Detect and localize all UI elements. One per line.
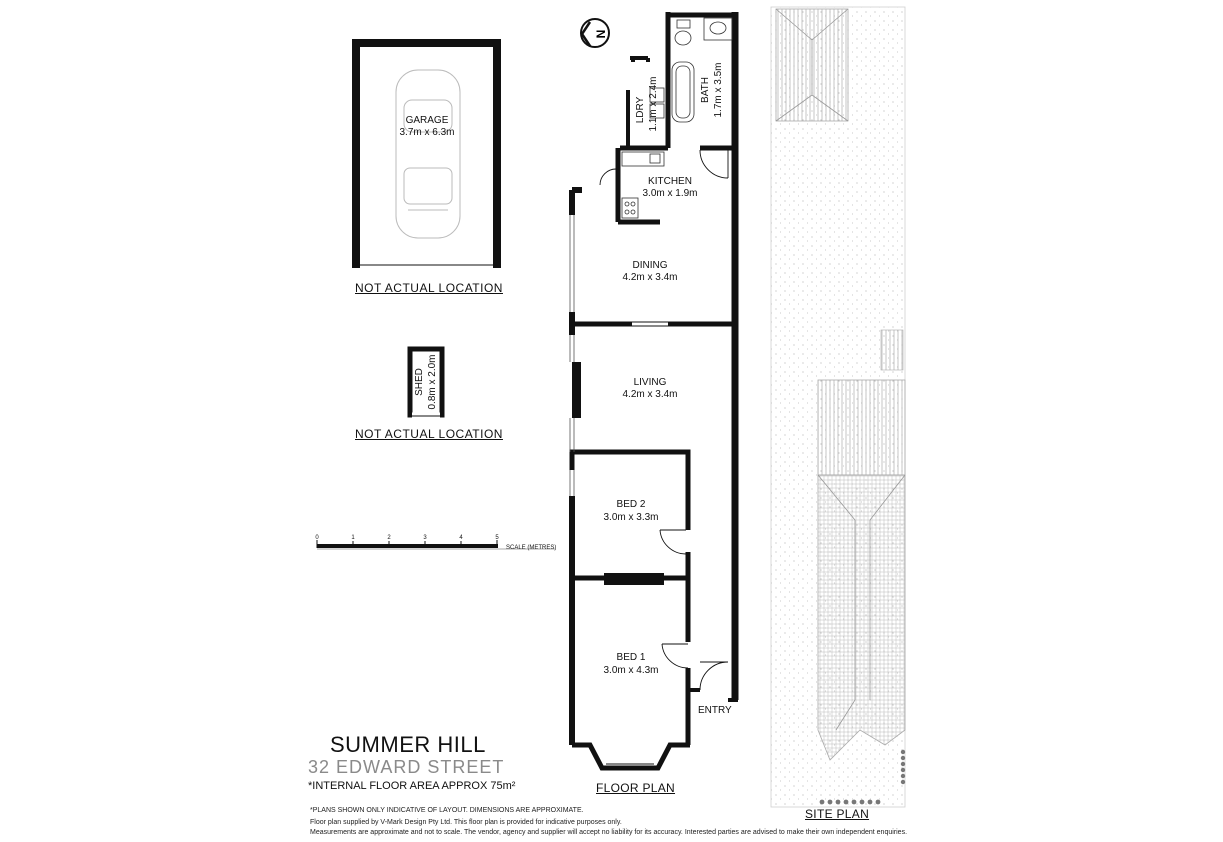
- compass-icon: N: [580, 18, 610, 48]
- house-roof-rear: [817, 379, 906, 476]
- address: 32 EDWARD STREET: [308, 757, 505, 777]
- scale-bar: 0 1 2 3 4 5 SCALE (METRES): [315, 535, 556, 551]
- disclaimer-line-2: Floor plan supplied by V-Mark Design Pty…: [310, 819, 622, 826]
- neighbour-roof-top: [775, 8, 849, 122]
- scale-tick-1: 1: [351, 535, 355, 541]
- bath-name: BATH: [700, 77, 711, 103]
- shed-size: 0.8m x 2.0m: [427, 354, 438, 409]
- laundry-name: LDRY: [635, 96, 646, 123]
- entry-label: ENTRY: [698, 705, 732, 716]
- shed: SHED 0.8m x 2.0m: [407, 346, 445, 418]
- door-swings: [599, 149, 729, 691]
- site-steps: [880, 329, 904, 371]
- shed-not-actual-location: NOT ACTUAL LOCATION: [355, 427, 503, 441]
- garage-size: 3.7m x 6.3m: [399, 127, 454, 138]
- car-outline: [395, 69, 461, 239]
- scale-label: SCALE (METRES): [506, 545, 556, 551]
- bed1-name: BED 1: [617, 652, 646, 663]
- floor-area: *INTERNAL FLOOR AREA APPROX 75m²: [308, 780, 516, 792]
- site-shrubs: [819, 749, 906, 805]
- scale-tick-4: 4: [459, 535, 463, 541]
- disclaimer-line-3: Measurements are approximate and not to …: [310, 829, 908, 836]
- kitchen-size: 3.0m x 1.9m: [642, 188, 697, 199]
- scale-tick-3: 3: [423, 535, 427, 541]
- garage-not-actual-location: NOT ACTUAL LOCATION: [355, 281, 503, 295]
- windows: [569, 215, 575, 496]
- kitchen-name: KITCHEN: [648, 176, 692, 187]
- compass-label: N: [594, 30, 608, 39]
- house-roof-front: [817, 474, 906, 761]
- scale-tick-2: 2: [387, 535, 391, 541]
- disclaimer-line-1: *PLANS SHOWN ONLY INDICATIVE OF LAYOUT. …: [310, 807, 584, 814]
- house-walls: [569, 12, 739, 771]
- site-plan: [770, 6, 906, 808]
- dining-size: 4.2m x 3.4m: [622, 272, 677, 283]
- site-plan-label: SITE PLAN: [805, 807, 870, 821]
- scale-tick-0: 0: [315, 535, 319, 541]
- page-title: SUMMER HILL: [330, 732, 486, 757]
- bed2-name: BED 2: [617, 499, 646, 510]
- fixtures: [621, 17, 733, 219]
- floor-plan-label: FLOOR PLAN: [596, 781, 676, 795]
- bed2-size: 3.0m x 3.3m: [603, 512, 658, 523]
- living-name: LIVING: [634, 377, 667, 388]
- bed1-size: 3.0m x 4.3m: [603, 665, 658, 676]
- scale-tick-5: 5: [495, 535, 499, 541]
- garage-name: GARAGE: [406, 115, 449, 126]
- shed-name: SHED: [414, 368, 425, 396]
- garage: GARAGE 3.7m x 6.3m: [352, 39, 501, 268]
- bath-size: 1.7m x 3.5m: [713, 62, 724, 117]
- living-size: 4.2m x 3.4m: [622, 389, 677, 400]
- laundry-size: 1.1m x 2.4m: [648, 76, 659, 131]
- dining-name: DINING: [633, 260, 668, 271]
